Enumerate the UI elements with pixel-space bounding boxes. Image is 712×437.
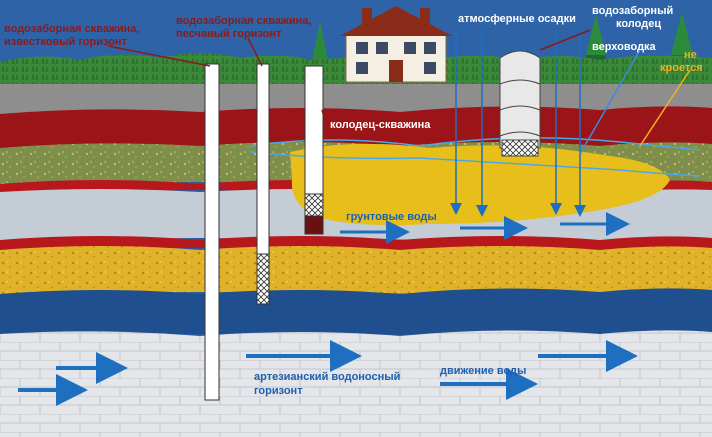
- label-shaft-well: колодец-скважина: [330, 119, 431, 131]
- pointer-line: [579, 49, 641, 155]
- water-table-line: [249, 137, 701, 151]
- label-intake-well-line1: водозаборный: [592, 5, 673, 17]
- pointer-line: [539, 29, 591, 51]
- intake-well: [499, 50, 541, 157]
- limestone-well: [204, 63, 220, 401]
- label-precipitation: атмосферные осадки: [458, 13, 576, 25]
- perched-water-lens: [290, 143, 670, 226]
- label-well-limestone-line1: водозаборная скважина,: [4, 23, 139, 35]
- water-table-line-lower: [249, 151, 701, 177]
- aquifer-layer: [0, 288, 712, 340]
- limestone-layer: [0, 330, 712, 437]
- label-well-sand-line2: песчаный горизонт: [176, 28, 282, 40]
- label-intake-well-line2: колодец: [616, 18, 661, 30]
- label-artesian-line2: горизонт: [254, 385, 303, 397]
- pointer-line: [247, 37, 263, 67]
- label-orange-line2: кроется: [660, 62, 703, 74]
- precipitation-arrows: [450, 30, 586, 217]
- label-orange-line1: не: [684, 49, 697, 61]
- pointer-line: [321, 109, 327, 125]
- groundwater-flow-arrows: [340, 212, 630, 244]
- label-artesian-line1: артезианский водоносный: [254, 371, 400, 383]
- house-icon: [340, 6, 452, 83]
- shaft-well: [304, 65, 324, 235]
- label-water-flow: движение воды: [440, 365, 526, 377]
- label-well-sand-line1: водозаборная скважина,: [176, 15, 311, 27]
- pointer-line: [639, 69, 691, 147]
- artesian-flow-arrows: [18, 340, 638, 406]
- label-perched-water: верховодка: [592, 41, 657, 53]
- pointer-line: [107, 45, 211, 67]
- label-well-limestone-line2: известковый горизонт: [4, 36, 128, 48]
- label-groundwater: грунтовые воды: [346, 211, 437, 223]
- sand-layer: [0, 246, 712, 300]
- sand-well: [256, 63, 270, 305]
